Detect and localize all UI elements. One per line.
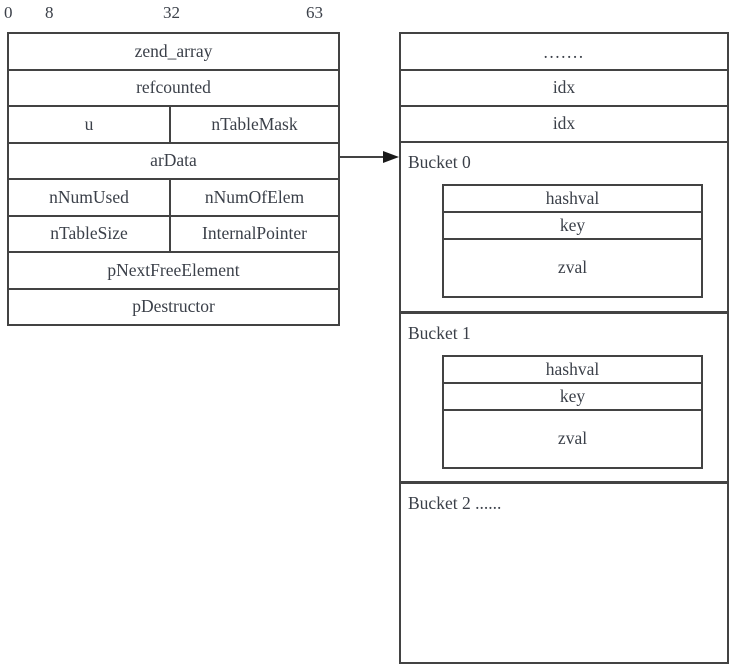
struct-row-zend-array: zend_array <box>9 34 338 71</box>
ardata-pointer-arrow-icon <box>339 151 399 163</box>
field-ntablemask: nTableMask <box>211 113 298 134</box>
bucket-0-field-zval: zval <box>557 257 588 278</box>
bucket-2-label: Bucket 2 ...... <box>408 493 502 513</box>
bucket-0-field-key: key <box>444 213 701 240</box>
field-ardata: arData <box>150 150 197 170</box>
field-nnumused: nNumUsed <box>9 180 171 215</box>
field-refcounted: refcounted <box>136 77 211 97</box>
struct-row-ardata: arData <box>9 144 338 180</box>
ruler-tick-0: 0 <box>4 3 13 22</box>
bucket-1-label: Bucket 1 <box>408 323 471 343</box>
bucket-1: Bucket 1 hashval key zval <box>401 314 727 484</box>
struct-row-ntablesize-internalpointer: nTableSize InternalPointer <box>9 216 338 253</box>
field-pnextfreeelement: pNextFreeElement <box>107 259 240 280</box>
ardata-bucket-array: ....... idx idx Bucket 0 hashval key zva… <box>399 32 729 664</box>
ellipsis-label: ....... <box>543 41 585 62</box>
struct-row-nnumused-nnumofelem: nNumUsed nNumOfElem <box>9 180 338 217</box>
hash-slot-ellipsis-row: ....... <box>401 34 727 71</box>
bucket-1-field-zval: zval <box>557 428 588 449</box>
bucket-0-field-hashval: hashval <box>444 186 701 213</box>
struct-row-u-ntablemask: u nTableMask <box>9 107 338 144</box>
bucket-0-fields: hashval key zval <box>442 184 703 298</box>
idx-label-2: idx <box>552 113 576 134</box>
field-nnumofelem: nNumOfElem <box>204 186 305 207</box>
field-ntablesize: nTableSize <box>9 216 171 251</box>
bucket-1-field-key: key <box>444 384 701 411</box>
bit-offset-ruler: 0 8 32 63 <box>0 0 360 30</box>
bucket-1-field-hashval: hashval <box>444 357 701 384</box>
idx-label-1: idx <box>552 77 576 98</box>
bucket-0-label: Bucket 0 <box>408 152 471 172</box>
zend-array-struct: zend_array refcounted u nTableMask arDat… <box>7 32 340 326</box>
field-u: u <box>9 107 171 142</box>
hash-slot-idx-row-1: idx <box>401 71 727 107</box>
bucket-1-fields: hashval key zval <box>442 355 703 469</box>
field-internalpointer: InternalPointer <box>202 223 307 243</box>
field-zend-array: zend_array <box>134 40 213 61</box>
hash-slot-idx-row-2: idx <box>401 107 727 143</box>
struct-row-pnextfreeelement: pNextFreeElement <box>9 253 338 290</box>
field-pdestructor: pDestructor <box>132 296 215 316</box>
struct-row-pdestructor: pDestructor <box>9 290 338 325</box>
ruler-tick-8: 8 <box>45 3 54 22</box>
bucket-2: Bucket 2 ...... <box>401 484 727 662</box>
ruler-tick-32: 32 <box>163 3 180 22</box>
ruler-tick-63: 63 <box>306 3 323 22</box>
struct-row-refcounted: refcounted <box>9 71 338 107</box>
bucket-0: Bucket 0 hashval key zval <box>401 143 727 314</box>
